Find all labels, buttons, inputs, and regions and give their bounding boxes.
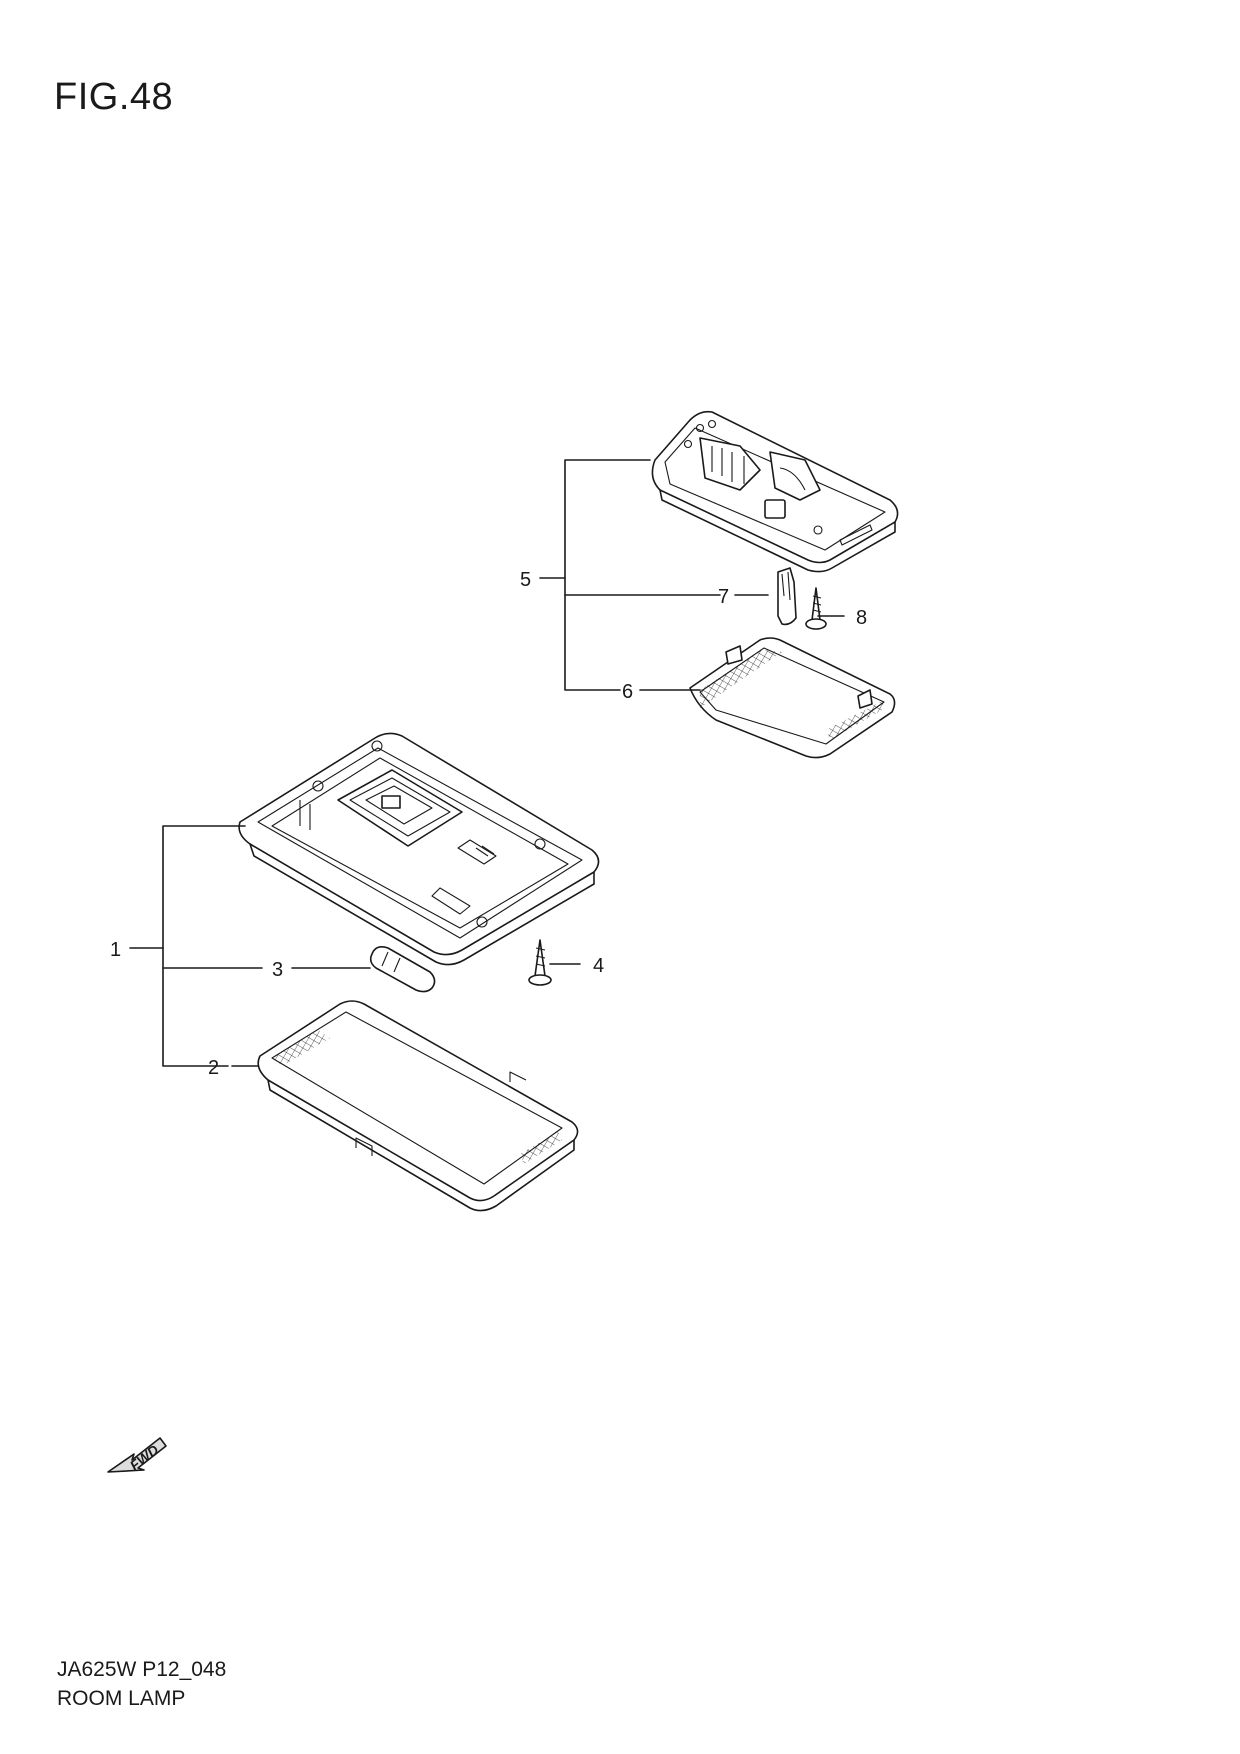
upper-group-leaders bbox=[539, 459, 845, 691]
wedge-bulb bbox=[777, 567, 797, 626]
lower-screw bbox=[528, 939, 552, 986]
figure-title: FIG.48 bbox=[54, 76, 174, 118]
figure-code: JA625W P12_048 bbox=[57, 1658, 227, 1681]
callout-8: 8 bbox=[856, 607, 867, 629]
figure-name: ROOM LAMP bbox=[57, 1687, 186, 1710]
callout-3: 3 bbox=[272, 959, 283, 981]
callout-6: 6 bbox=[622, 681, 633, 703]
callout-7: 7 bbox=[718, 586, 729, 608]
upper-lamp-lens bbox=[689, 637, 896, 759]
lower-group-leaders bbox=[129, 825, 581, 1067]
festoon-bulb bbox=[369, 946, 436, 993]
lower-lamp-lens bbox=[257, 1000, 579, 1212]
lower-lamp-housing bbox=[238, 732, 600, 966]
callout-1: 1 bbox=[110, 939, 121, 961]
fwd-arrow-icon: FWD bbox=[107, 1437, 167, 1474]
callout-4: 4 bbox=[593, 955, 604, 977]
callout-2: 2 bbox=[208, 1057, 219, 1079]
upper-screw bbox=[805, 587, 827, 630]
callout-5: 5 bbox=[520, 569, 531, 591]
upper-lamp-base bbox=[651, 410, 899, 573]
